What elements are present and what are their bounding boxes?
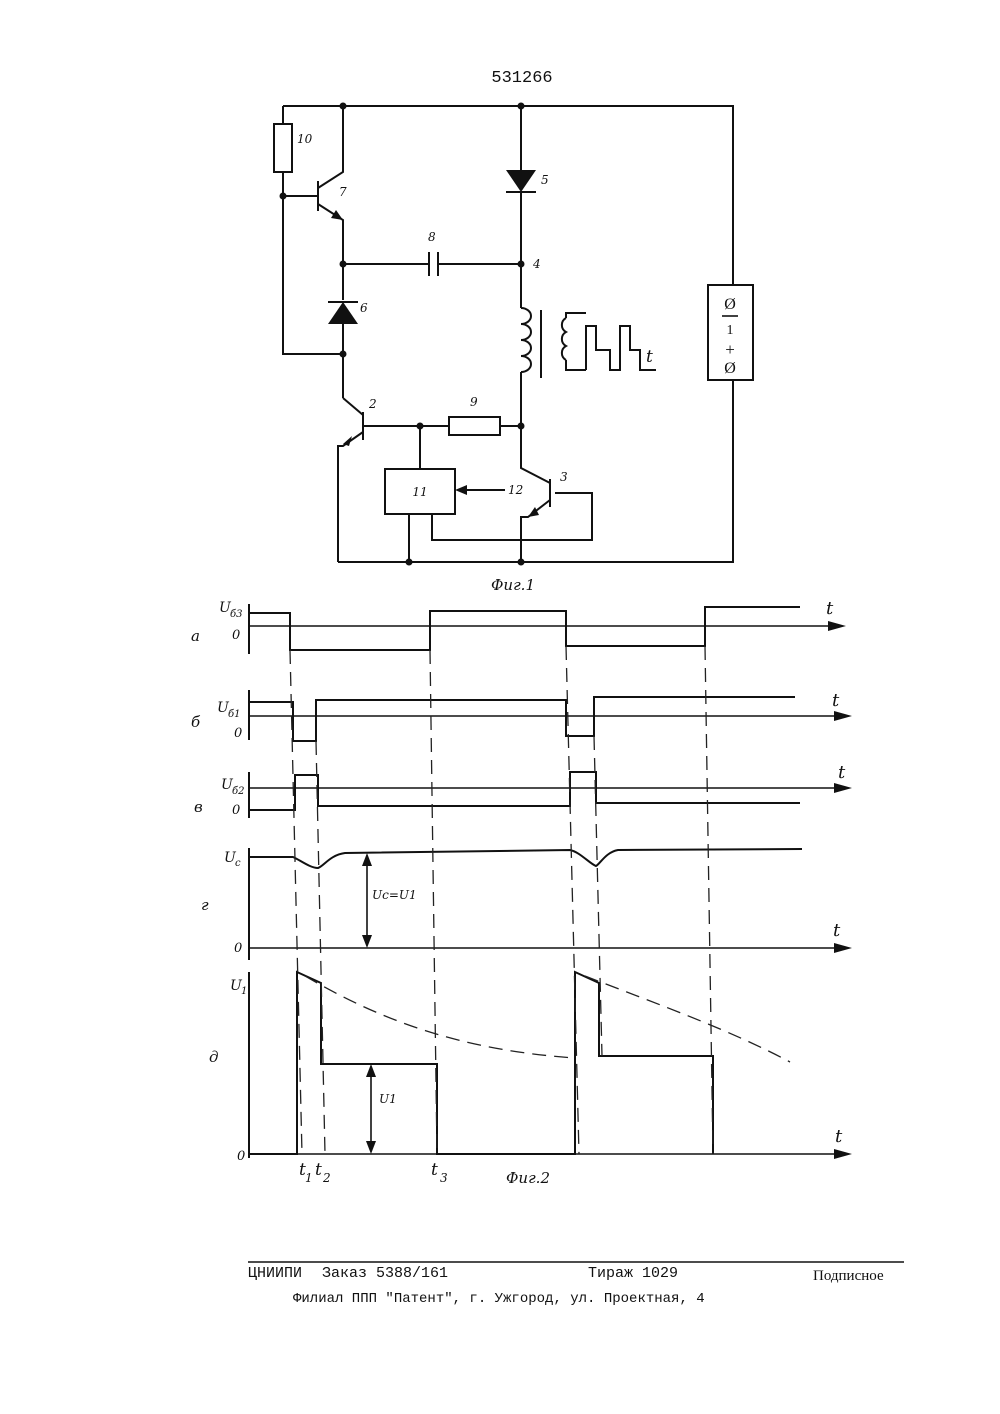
row-b-letter: б: [191, 713, 201, 731]
resistor-10: [274, 124, 292, 172]
row-b-t: t: [832, 690, 840, 711]
row-a-level-sub: б3: [230, 609, 242, 620]
fig1-schematic: 10 7 8 4 6: [274, 103, 753, 566]
row-a-t: t: [826, 598, 834, 619]
transformer-secondary: [562, 318, 566, 360]
supply-symbol-middle: 1: [727, 323, 734, 338]
footer-branch: Филиал ППП "Патент", г. Ужгород, ул. Про…: [293, 1291, 705, 1307]
row-g-zero: 0: [234, 941, 242, 956]
label-arrow-12: 12: [508, 483, 523, 497]
time-mark-t3: t: [431, 1160, 438, 1180]
row-b-level-sub: б1: [228, 709, 240, 720]
patent-number: 531266: [491, 69, 552, 88]
row-a-letter: а: [191, 627, 200, 645]
label-transistor-2: 2: [368, 397, 377, 411]
label-resistor-10: 10: [297, 132, 313, 146]
row-v-zero: 0: [232, 803, 240, 818]
capacitor-8: [429, 252, 438, 276]
supply-symbol-bottom: Ø: [724, 360, 736, 377]
label-diode-5: 5: [541, 173, 549, 187]
row-g-letter: г: [201, 896, 209, 914]
label-capacitor-8: 8: [428, 230, 436, 244]
row-d-annotation: U1: [379, 1092, 397, 1106]
row-d-zero: 0: [237, 1149, 245, 1164]
diode-5: [506, 170, 536, 192]
label-transistor-7: 7: [339, 185, 347, 199]
time-mark-t3-sub: 3: [440, 1171, 448, 1185]
label-transistor-3: 3: [560, 470, 568, 484]
footer-circulation: Тираж 1029: [588, 1265, 678, 1282]
supply-symbol-top: Ø: [724, 296, 736, 313]
row-v-letter: в: [194, 798, 203, 816]
fig2-timing: [249, 604, 852, 1159]
transistor-2: [338, 398, 363, 562]
label-node-4: 4: [532, 257, 541, 271]
row-g-annotation: Uc=U1: [372, 888, 417, 902]
resistor-9: [449, 417, 500, 435]
row-d-t: t: [835, 1126, 843, 1147]
diode-6: [328, 302, 358, 324]
row-b-zero: 0: [234, 726, 242, 741]
footer-subscription: Подписное: [813, 1268, 884, 1284]
row-a-zero: 0: [232, 628, 240, 643]
label-resistor-9: 9: [470, 395, 478, 409]
row-v-level-sub: б2: [232, 786, 244, 797]
footer-order: Заказ 5388/161: [322, 1265, 448, 1282]
row-g-t: t: [833, 920, 841, 941]
footer-org: ЦНИИПИ: [248, 1265, 302, 1282]
time-mark-t2-sub: 2: [322, 1171, 331, 1185]
label-block-11: 11: [412, 485, 427, 499]
fig2-caption: Фиг.2: [506, 1169, 550, 1187]
label-time-t: t: [646, 347, 653, 367]
transistor-3: [521, 426, 550, 562]
row-g-level-sub: c: [235, 858, 241, 869]
time-mark-t2: t: [315, 1160, 322, 1180]
row-d-level-sub: 1: [241, 986, 247, 997]
row-d-letter: д: [209, 1048, 219, 1066]
fig1-caption: Фиг.1: [491, 576, 535, 594]
transformer-primary: [521, 308, 531, 372]
supply-symbol-plus: +: [725, 340, 735, 359]
time-mark-t1-sub: 1: [305, 1171, 313, 1185]
label-diode-6: 6: [360, 301, 368, 315]
row-v-t: t: [838, 762, 846, 783]
